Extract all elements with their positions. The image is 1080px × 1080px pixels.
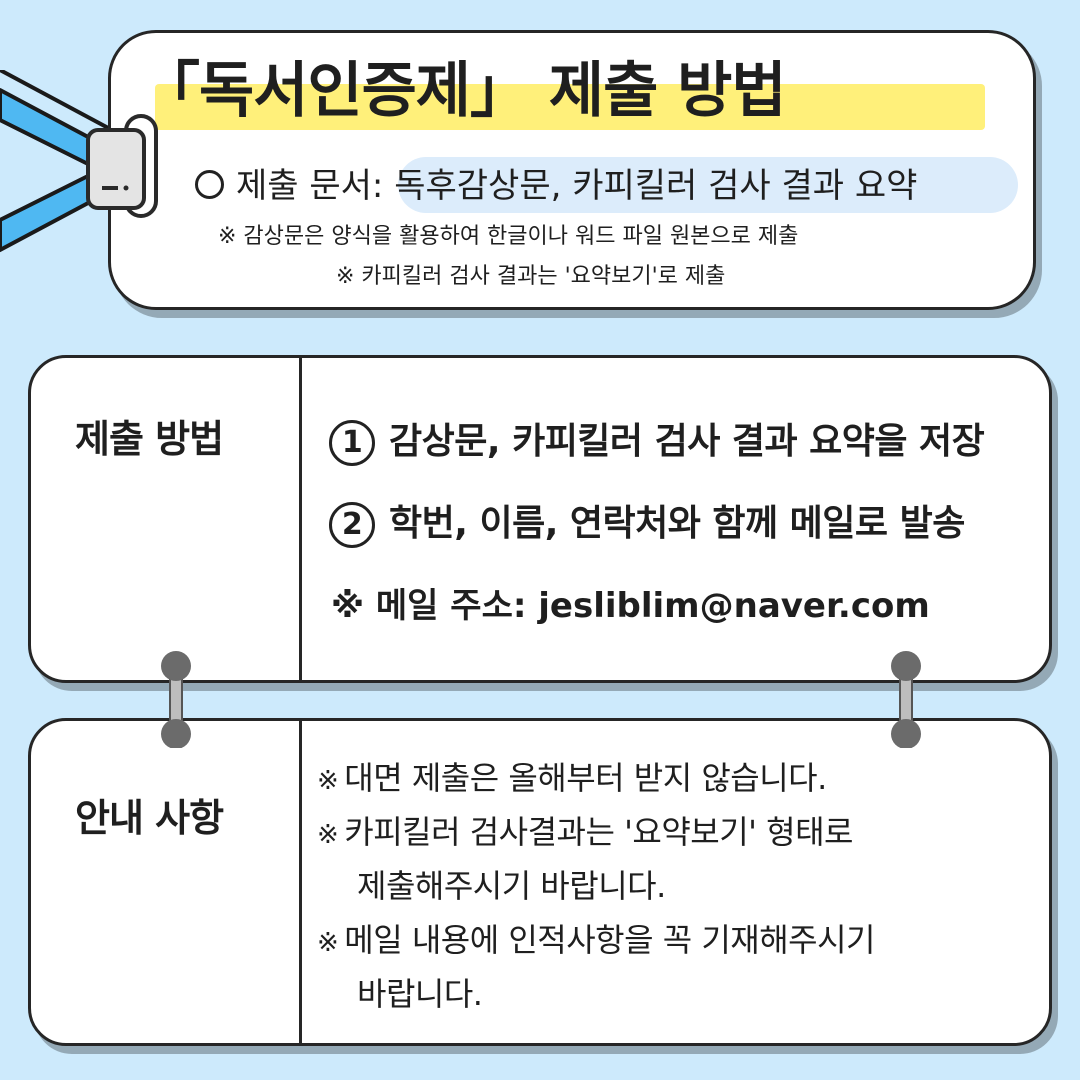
reference-mark: ※: [317, 766, 339, 796]
notice-card: 안내 사항 ※대면 제출은 올해부터 받지 않습니다. ※카피킬러 검사결과는 …: [28, 718, 1052, 1046]
submission-docs-value: 독후감상문, 카피킬러 검사 결과 요약: [394, 166, 918, 206]
notice-line-continued: 바랍니다.: [357, 975, 483, 1013]
circle-bullet-icon: [195, 170, 224, 199]
notice-heading: 안내 사항: [75, 796, 224, 840]
submission-highlight: [398, 157, 1018, 213]
page-title: 「독서인증제」 제출 방법: [140, 46, 1020, 136]
mail-address: ※ 메일 주소: jesliblim@naver.com: [331, 586, 930, 626]
submission-method-card: 제출 방법 1 감상문, 카피킬러 검사 결과 요약을 저장 2 학번, 이름, 연…: [28, 355, 1052, 683]
notice-line-continued: 제출해주시기 바랍니다.: [357, 867, 666, 905]
note-format: ※ 감상문은 양식을 활용하여 한글이나 워드 파일 원본으로 제출: [218, 224, 799, 249]
card-divider: [299, 721, 302, 1043]
notice-line: ※메일 내용에 인적사항을 꼭 기재해주시기: [317, 921, 875, 959]
title-close-bracket: 」: [470, 56, 530, 126]
binder-ring-icon: [161, 651, 191, 748]
step-text-1: 감상문, 카피킬러 검사 결과 요약을 저장: [389, 421, 985, 462]
title-name: 독서인증제: [199, 56, 471, 126]
step-number-2: 2: [329, 502, 375, 548]
reference-mark: ※: [317, 928, 339, 958]
notice-line: ※대면 제출은 올해부터 받지 않습니다.: [317, 759, 827, 797]
title-rest: 제출 방법: [548, 56, 787, 126]
binder-ring-icon: [891, 651, 921, 748]
method-step-1: 1 감상문, 카피킬러 검사 결과 요약을 저장: [329, 412, 985, 466]
paper-clip-icon: [86, 114, 158, 218]
submission-docs: 제출 문서: 독후감상문, 카피킬러 검사 결과 요약: [195, 158, 917, 214]
method-step-2: 2 학번, 이름, 연락처와 함께 메일로 발송: [329, 494, 965, 548]
submission-docs-label: 제출 문서:: [236, 166, 395, 206]
step-number-1: 1: [329, 420, 375, 466]
card-divider: [299, 358, 302, 680]
title-highlight: [155, 84, 985, 130]
note-summary: ※ 카피킬러 검사 결과는 '요약보기'로 제출: [336, 264, 726, 289]
method-heading: 제출 방법: [75, 417, 224, 461]
reference-mark: ※: [317, 820, 339, 850]
notice-line: ※카피킬러 검사결과는 '요약보기' 형태로: [317, 813, 853, 851]
title-open-bracket: 「: [140, 56, 200, 126]
step-text-2: 학번, 이름, 연락처와 함께 메일로 발송: [389, 503, 965, 544]
